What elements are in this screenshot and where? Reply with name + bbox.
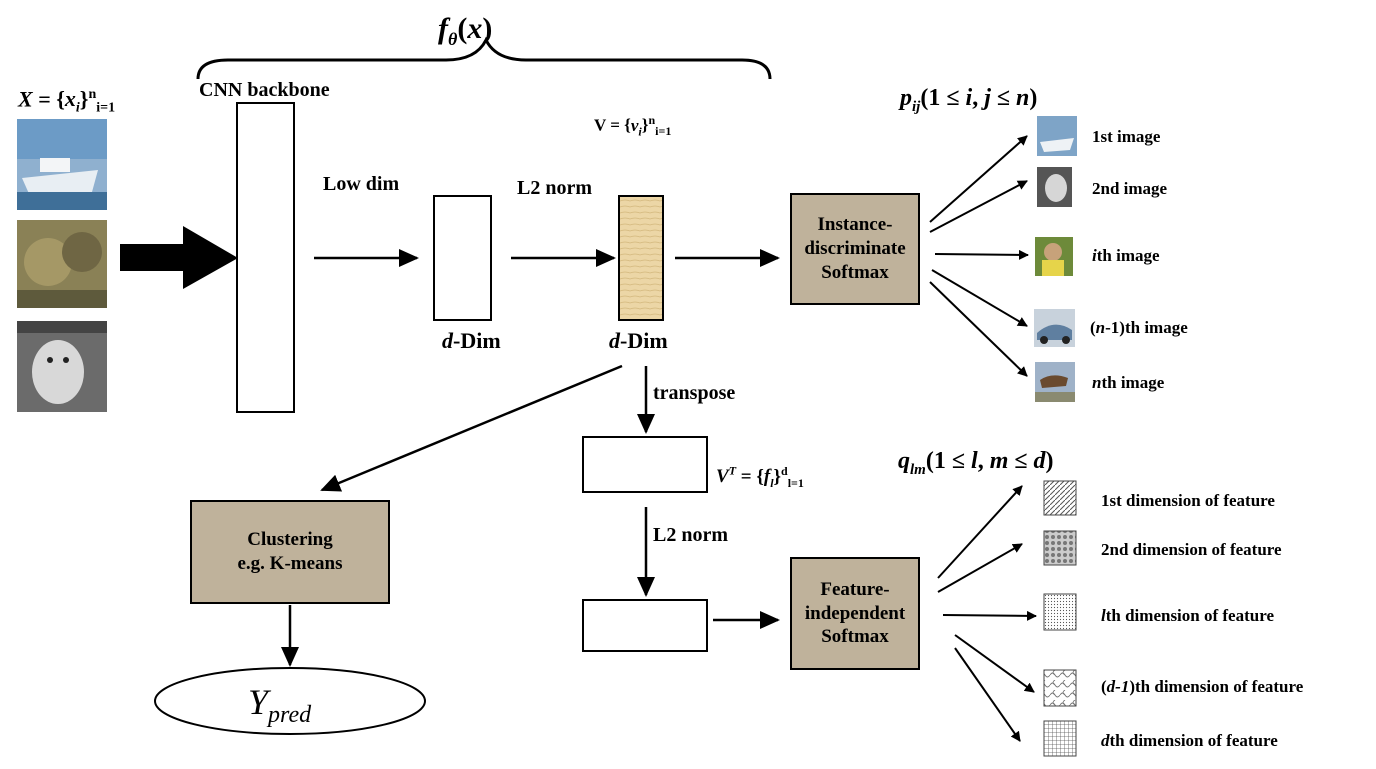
feature-output-1: 1st dimension of feature <box>1101 491 1275 510</box>
feature-box-line-3: Softmax <box>821 626 889 648</box>
ypred-ellipse <box>154 667 426 735</box>
input-image-boat <box>17 119 107 210</box>
output-image-1 <box>1037 116 1077 156</box>
transposed-block <box>582 436 708 493</box>
input-thick-arrow <box>120 226 238 289</box>
feature-output-arrows <box>937 485 1037 742</box>
transpose-label: transpose <box>653 382 736 404</box>
input-image-cat <box>17 220 107 308</box>
instance-box-line-1: Instance- <box>817 214 893 236</box>
l2-norm-bottom-label: L2 norm <box>653 524 728 546</box>
feature-output-d-1: (d-1)th dimension of feature <box>1101 677 1304 696</box>
q-label: qlm(1 ≤ l, m ≤ d) <box>898 448 1054 478</box>
cnn-backbone-label: CNN backbone <box>199 79 330 101</box>
instance-box-line-2: discriminate <box>804 238 906 260</box>
feature-output-d: dth dimension of feature <box>1101 731 1278 750</box>
image-output-2: 2nd image <box>1092 179 1168 198</box>
d-dim-1-label: d-Dim <box>442 328 501 353</box>
feature-swatch-1 <box>1043 480 1077 516</box>
input-image-dog <box>17 321 107 412</box>
output-image-2 <box>1037 167 1072 207</box>
feature-independent-softmax-box: Feature- independent Softmax <box>790 557 920 670</box>
brace <box>196 36 772 80</box>
cnn-backbone-block <box>236 102 295 413</box>
clustering-box: Clustering e.g. K-means <box>190 500 390 604</box>
feature-swatch-l <box>1043 593 1077 631</box>
feature-output-2: 2nd dimension of feature <box>1101 540 1282 559</box>
output-image-n-1 <box>1034 309 1075 347</box>
image-output-1: 1st image <box>1092 127 1161 146</box>
low-dim-label: Low dim <box>323 173 400 195</box>
cluster-box-line-2: e.g. K-means <box>237 553 343 574</box>
input-set-label: X = {xi}ni=1 <box>18 86 116 116</box>
normalized-transposed-block <box>582 599 708 652</box>
instance-discriminate-softmax-box: Instance- discriminate Softmax <box>790 193 920 305</box>
image-output-i: ith image <box>1092 246 1160 265</box>
l2-norm-top-label: L2 norm <box>517 177 592 199</box>
image-output-n: nth image <box>1092 373 1165 392</box>
output-image-n <box>1035 362 1075 402</box>
feature-box-line-2: independent <box>804 602 906 624</box>
v-set-label: V = {vi}ni=1 <box>594 113 672 139</box>
instance-box-line-3: Softmax <box>821 261 889 283</box>
image-output-arrows <box>929 135 1029 377</box>
image-output-n-1: (n-1)th image <box>1090 318 1188 337</box>
cluster-box-line-1: Clustering <box>247 529 333 551</box>
vt-set-label: VT = {fl}dl=1 <box>716 464 804 491</box>
feature-swatch-d-1 <box>1043 669 1077 707</box>
normalized-feature-block <box>618 195 664 321</box>
feature-swatch-2 <box>1043 530 1077 566</box>
feature-box-line-1: Feature- <box>820 578 890 600</box>
d-dim-2-label: d-Dim <box>609 328 668 353</box>
output-image-i <box>1035 237 1073 276</box>
feature-swatch-d <box>1043 720 1077 757</box>
feature-output-l: lth dimension of feature <box>1101 606 1274 625</box>
ypred-label: Ypred <box>248 682 312 729</box>
f-theta-label: fθ(x) <box>438 12 493 49</box>
p-label: pij(1 ≤ i, j ≤ n) <box>900 85 1038 115</box>
low-dim-block <box>433 195 492 321</box>
